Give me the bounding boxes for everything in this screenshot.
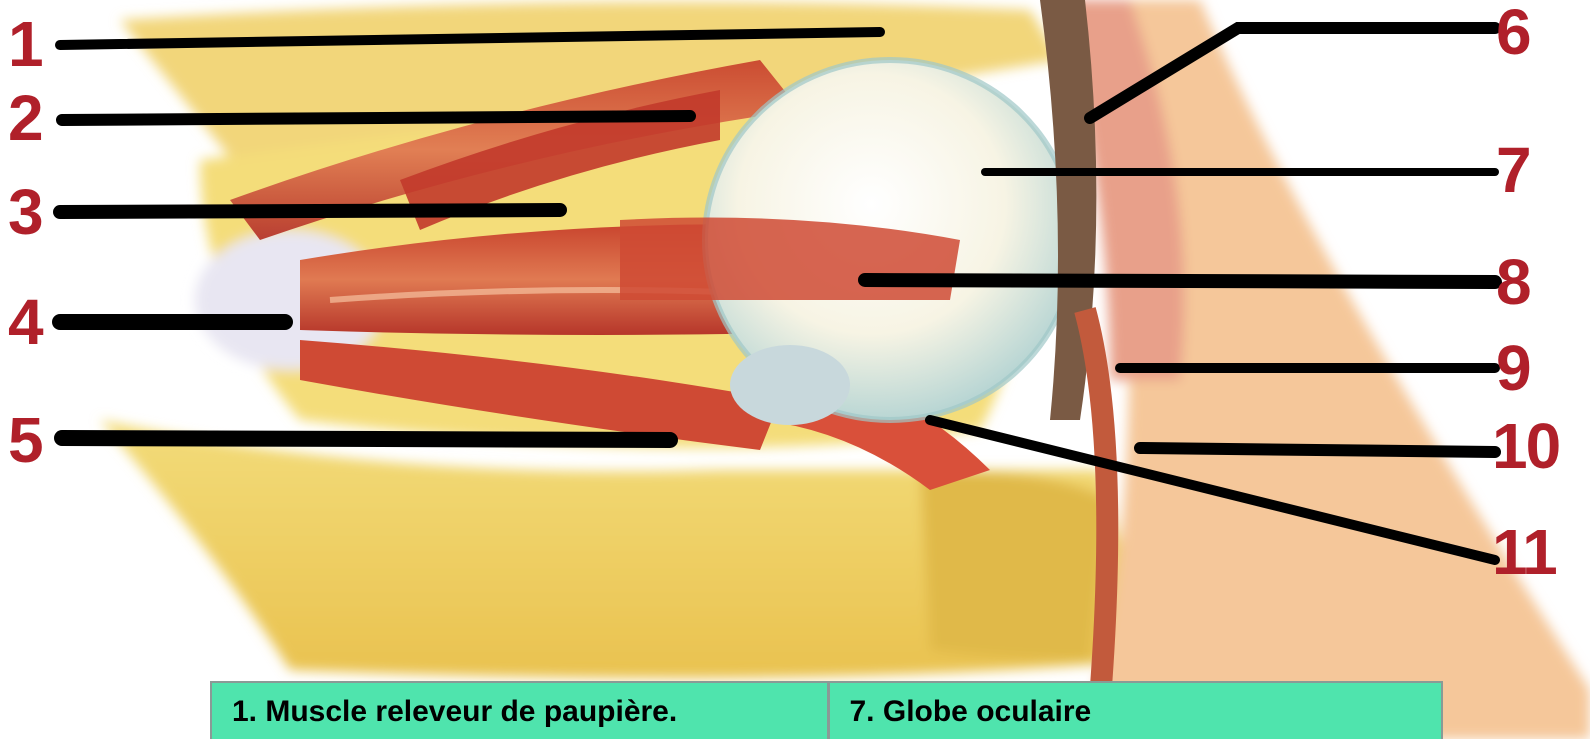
label-11: 11 bbox=[1492, 520, 1556, 584]
legend-cell-7: 7. Globe oculaire bbox=[827, 683, 1442, 739]
legend-table: 1. Muscle releveur de paupière. 7. Globe… bbox=[210, 681, 1443, 739]
legend-cell-1: 1. Muscle releveur de paupière. bbox=[212, 683, 827, 739]
label-2: 2 bbox=[8, 86, 42, 150]
label-10: 10 bbox=[1492, 414, 1559, 478]
label-9: 9 bbox=[1496, 336, 1530, 400]
label-8: 8 bbox=[1496, 250, 1530, 314]
label-3: 3 bbox=[8, 180, 42, 244]
label-6: 6 bbox=[1496, 0, 1530, 64]
label-7: 7 bbox=[1496, 138, 1530, 202]
label-1: 1 bbox=[8, 12, 42, 76]
label-5: 5 bbox=[8, 408, 42, 472]
label-4: 4 bbox=[8, 290, 42, 354]
